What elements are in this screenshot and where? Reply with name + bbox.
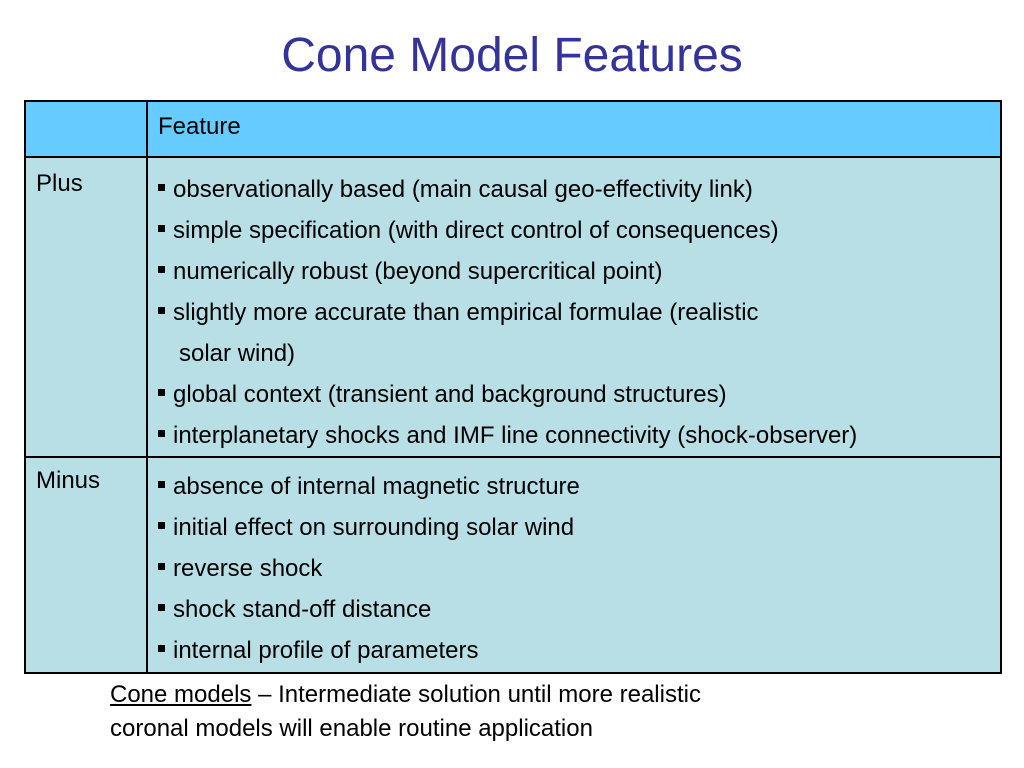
- plus-label-cell: Plus: [24, 156, 148, 458]
- header-empty-cell: [24, 100, 148, 158]
- list-item: interplanetary shocks and IMF line conne…: [158, 415, 1000, 456]
- slide-title: Cone Model Features: [281, 29, 743, 82]
- header-feature-cell: Feature: [146, 100, 1002, 158]
- list-item: simple specification (with direct contro…: [158, 210, 1000, 251]
- plus-label: Plus: [36, 170, 83, 197]
- list-item: reverse shock: [158, 548, 1000, 589]
- minus-label: Minus: [36, 467, 101, 494]
- square-bullet-icon: [158, 184, 165, 192]
- minus-row: Minus absence of internal magnetic struc…: [24, 456, 1002, 674]
- plus-items-cell: observationally based (main causal geo-e…: [146, 156, 1002, 458]
- item-text: global context (transient and background…: [173, 381, 727, 408]
- item-text: observationally based (main causal geo-e…: [173, 176, 753, 203]
- item-text: slightly more accurate than empirical fo…: [173, 299, 759, 326]
- item-text: numerically robust (beyond supercritical…: [173, 258, 663, 285]
- item-text: initial effect on surrounding solar wind: [173, 514, 575, 541]
- list-item: global context (transient and background…: [158, 374, 1000, 415]
- square-bullet-icon: [158, 430, 165, 438]
- list-item: numerically robust (beyond supercritical…: [158, 251, 1000, 292]
- list-item: observationally based (main causal geo-e…: [158, 169, 1000, 210]
- footnote-line-2: coronal models will enable routine appli…: [110, 715, 593, 742]
- square-bullet-icon: [158, 604, 165, 612]
- list-item: initial effect on surrounding solar wind: [158, 507, 1000, 548]
- list-item: absence of internal magnetic structure: [158, 466, 1000, 507]
- item-text: absence of internal magnetic structure: [173, 473, 580, 500]
- item-text: shock stand-off distance: [173, 596, 432, 623]
- item-text: simple specification (with direct contro…: [173, 217, 779, 244]
- square-bullet-icon: [158, 307, 165, 315]
- square-bullet-icon: [158, 225, 165, 233]
- list-item: shock stand-off distance: [158, 589, 1000, 630]
- square-bullet-icon: [158, 389, 165, 397]
- features-table: Feature Plus observationally based (main…: [24, 100, 1002, 674]
- item-text: interplanetary shocks and IMF line conne…: [173, 422, 858, 449]
- plus-row: Plus observationally based (main causal …: [24, 156, 1002, 458]
- square-bullet-icon: [158, 266, 165, 274]
- minus-list: absence of internal magnetic structure i…: [148, 466, 1000, 671]
- plus-list: observationally based (main causal geo-e…: [148, 169, 1000, 456]
- footnote-text: – Intermediate solution until more reali…: [251, 681, 701, 708]
- minus-label-cell: Minus: [24, 456, 148, 674]
- cone-models-link[interactable]: Cone models: [110, 681, 252, 708]
- item-text: solar wind): [179, 340, 296, 367]
- footnote: Cone models – Intermediate solution unti…: [110, 678, 910, 746]
- square-bullet-icon: [158, 645, 165, 653]
- minus-items-cell: absence of internal magnetic structure i…: [146, 456, 1002, 674]
- list-item-continuation: solar wind): [158, 333, 1000, 374]
- square-bullet-icon: [158, 522, 165, 530]
- footnote-line-1: Cone models – Intermediate solution unti…: [110, 678, 910, 712]
- item-text: reverse shock: [173, 555, 323, 582]
- table-header-row: Feature: [24, 100, 1002, 158]
- list-item: slightly more accurate than empirical fo…: [158, 292, 1000, 333]
- square-bullet-icon: [158, 563, 165, 571]
- list-item: internal profile of parameters: [158, 630, 1000, 671]
- item-text: internal profile of parameters: [173, 637, 479, 664]
- square-bullet-icon: [158, 481, 165, 489]
